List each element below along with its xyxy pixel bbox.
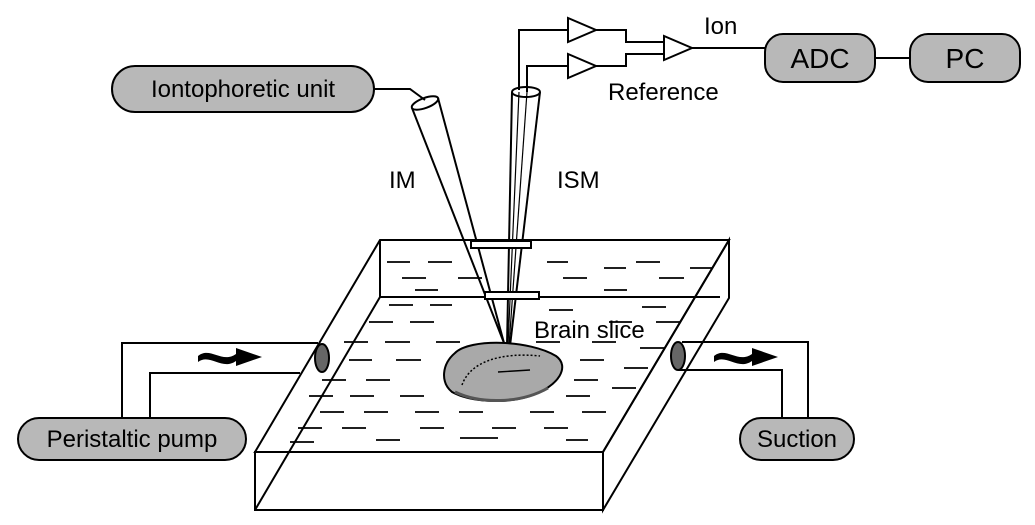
brain-slice-label: Brain slice	[534, 317, 645, 344]
pipette-holder-upper	[470, 240, 532, 249]
adc-box: ADC	[764, 33, 876, 83]
suction-label: Suction	[757, 426, 837, 453]
amplifier-circuit	[518, 16, 910, 92]
suction-box: Suction	[739, 417, 855, 461]
brain-slice	[443, 341, 564, 402]
pipette-holder-lower	[484, 291, 540, 300]
preamp-ion-icon	[567, 16, 599, 44]
pc-label: PC	[946, 43, 985, 74]
iontophoretic-unit-label: Iontophoretic unit	[151, 76, 335, 103]
outflow-tube	[670, 341, 809, 418]
iontophoretic-unit-box: Iontophoretic unit	[111, 65, 375, 113]
ism-label: ISM	[557, 167, 600, 194]
inflow-arrow-icon	[198, 348, 262, 366]
pc-box: PC	[909, 33, 1021, 83]
reference-label: Reference	[608, 79, 719, 106]
outflow-arrow-icon	[714, 348, 778, 366]
adc-label: ADC	[790, 43, 849, 74]
inflow-tube	[121, 342, 330, 418]
water-surface	[290, 261, 712, 443]
peristaltic-pump-box: Peristaltic pump	[17, 417, 247, 461]
ion-label: Ion	[704, 13, 737, 40]
differential-amp-icon	[663, 34, 695, 62]
perfusion-bath	[253, 236, 731, 514]
peristaltic-pump-label: Peristaltic pump	[47, 426, 218, 453]
im-label: IM	[389, 167, 416, 194]
iontophoretic-micropipette	[410, 95, 505, 344]
ion-selective-microelectrode	[506, 86, 541, 347]
preamp-reference-icon	[567, 52, 599, 80]
